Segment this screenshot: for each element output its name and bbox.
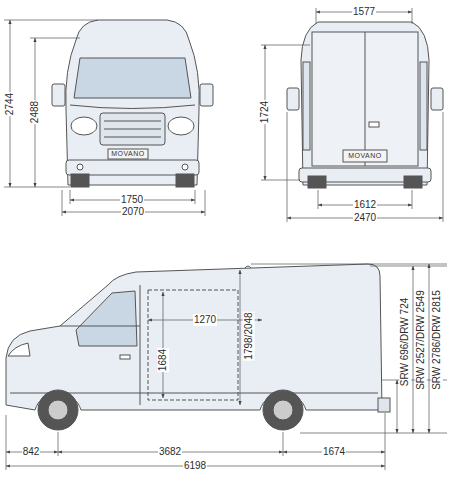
dimension: SRW 696/DRW 724 [399, 297, 411, 388]
dimension: 2488 [29, 100, 41, 124]
dimension: SRW 2527/DRW 2549 [415, 289, 427, 391]
dimension: 2070 [121, 206, 145, 218]
dimension: SRW 2786/DRW 2815 [431, 289, 443, 391]
dimension: 1798/2048 [243, 311, 255, 360]
dimension: 1724 [259, 100, 271, 124]
dimension: 6198 [183, 460, 207, 472]
dimension: 1750 [120, 194, 144, 206]
dimension: 1674 [322, 446, 346, 458]
dimension: 842 [22, 446, 41, 458]
dimension: 2744 [4, 92, 16, 116]
dimension: 3682 [158, 446, 182, 458]
badge-text: MOVANO [111, 150, 145, 158]
dimension: 1612 [353, 199, 377, 211]
dimension: 2470 [353, 212, 377, 224]
dimension: 1684 [157, 348, 169, 372]
badge-text: MOVANO [348, 152, 382, 160]
dimension: 1270 [193, 314, 217, 326]
dimension: 1577 [352, 6, 376, 18]
